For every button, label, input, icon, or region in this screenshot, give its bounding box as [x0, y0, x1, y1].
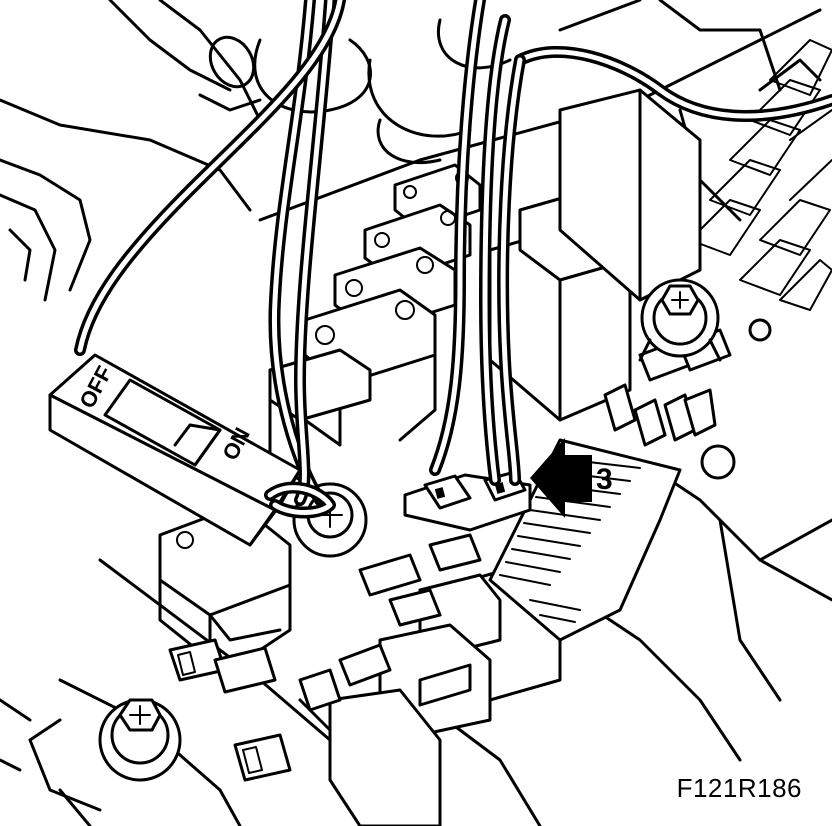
fuse-socket — [403, 470, 532, 532]
connector-row-right — [689, 39, 832, 311]
toggle-switch-icon — [103, 378, 222, 467]
terminals — [298, 328, 732, 712]
figure-id: F121R186 — [676, 773, 802, 803]
callout-number: 3 — [596, 463, 613, 496]
screw — [98, 698, 182, 782]
switch-box: OFF ON — [48, 353, 336, 547]
callout-3: 3 — [530, 438, 613, 518]
arrow-icon — [530, 438, 592, 518]
relays — [328, 88, 702, 826]
lower-connectors — [0, 638, 292, 826]
screw — [638, 278, 722, 362]
mounting-bracket — [0, 0, 262, 302]
test-wires — [74, 0, 832, 506]
